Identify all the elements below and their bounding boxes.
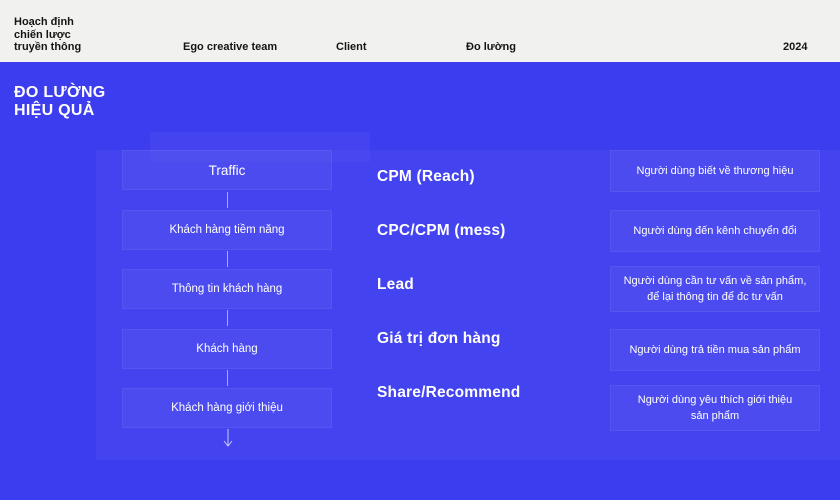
- brand-title: Hoạch định chiến lược truyền thông: [14, 16, 104, 54]
- description-box: Người dùng yêu thích giới thiệu sản phẩm: [610, 385, 820, 431]
- nav-item-measurement[interactable]: Đo lường: [466, 41, 516, 53]
- page-title-line: HIỆU QUẢ: [14, 102, 95, 119]
- funnel-connector: [227, 370, 228, 386]
- page-title-line: ĐO LƯỜNG: [14, 84, 106, 101]
- description-line: Người dùng yêu thích giới thiệu: [637, 394, 793, 406]
- description-line: Người dùng biết về thương hiệu: [636, 165, 794, 177]
- metric-lead: Lead: [377, 276, 414, 293]
- description-box: Người dùng biết về thương hiệu: [610, 150, 820, 192]
- metric-cpc-cpm-mess: CPC/CPM (mess): [377, 222, 506, 239]
- description-line: Người dùng đến kênh chuyển đổi: [633, 225, 797, 237]
- description-box: Người dùng trả tiền mua sản phẩm: [610, 329, 820, 371]
- description-box: Người dùng đến kênh chuyển đổi: [610, 210, 820, 252]
- metric-share-recommend: Share/Recommend: [377, 384, 521, 401]
- brand-line: truyền thông: [14, 41, 82, 53]
- nav-item-team[interactable]: Ego creative team: [183, 41, 278, 53]
- funnel-connector: [227, 192, 228, 208]
- description-line: để lại thông tin để đc tư vấn: [647, 291, 783, 303]
- metric-cpm-reach: CPM (Reach): [377, 168, 475, 185]
- metric-order-value: Giá trị đơn hàng: [377, 330, 501, 347]
- brand-line: chiến lược: [14, 28, 71, 41]
- page-title: ĐO LƯỜNG HIỆU QUẢ: [14, 84, 106, 120]
- description-line: sản phẩm: [690, 410, 740, 422]
- funnel-step-traffic: Traffic: [122, 150, 332, 190]
- description-box: Người dùng cần tư vấn về sản phẩm, để lạ…: [610, 266, 820, 312]
- header-year: 2024: [783, 41, 808, 53]
- description-line: Người dùng cần tư vấn về sản phẩm,: [623, 275, 807, 287]
- funnel-step-referral-customers: Khách hàng giới thiệu: [122, 388, 332, 428]
- description-line: Người dùng trả tiền mua sản phẩm: [629, 344, 801, 356]
- arrow-down-icon: [223, 429, 233, 447]
- nav-item-client[interactable]: Client: [336, 41, 367, 53]
- funnel-connector: [227, 310, 228, 326]
- funnel-connector: [227, 251, 228, 267]
- top-header: Hoạch định chiến lược truyền thông Ego c…: [0, 0, 840, 62]
- funnel-step-customers: Khách hàng: [122, 329, 332, 369]
- funnel-step-customer-info: Thông tin khách hàng: [122, 269, 332, 309]
- funnel-step-potential-customers: Khách hàng tiềm năng: [122, 210, 332, 250]
- brand-line: Hoạch định: [14, 16, 74, 28]
